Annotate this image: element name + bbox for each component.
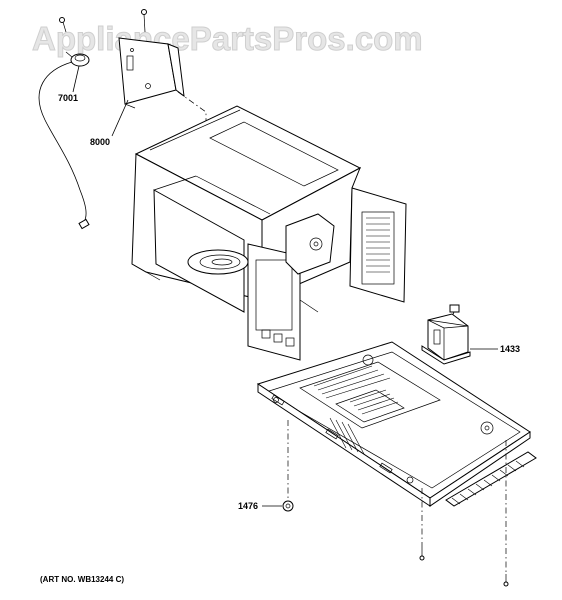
part-7001-thermostat[interactable] (38, 17, 90, 230)
callout-1433: 1433 (500, 344, 520, 354)
gasket-strip (445, 451, 537, 507)
art-number: (ART NO. WB13244 C) (40, 575, 124, 584)
watermark: AppliancePartsPros.com (32, 20, 423, 57)
callout-1476: 1476 (238, 501, 258, 511)
part-8000-bracket[interactable] (118, 9, 185, 109)
screw-icon (419, 548, 425, 561)
callout-8000: 8000 (90, 137, 110, 147)
oven-cavity (131, 105, 407, 361)
part-1433-transformer[interactable] (421, 304, 471, 365)
callout-7001: 7001 (58, 93, 78, 103)
part-1476-foot[interactable] (282, 500, 294, 512)
base-plate (256, 341, 531, 507)
screw-icon (503, 574, 509, 587)
